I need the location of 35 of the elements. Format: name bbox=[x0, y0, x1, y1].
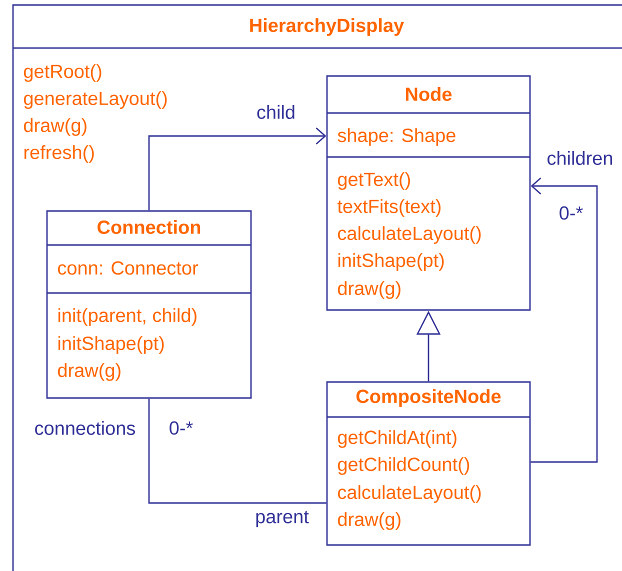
method-text: draw(g) bbox=[338, 281, 400, 299]
method-text: init(parent, child) bbox=[58, 308, 196, 326]
method-text: draw(g) bbox=[338, 512, 400, 530]
class-box bbox=[326, 381, 531, 546]
attribute-text: conn: Connector bbox=[58, 261, 198, 275]
attribute-text: shape: Shape bbox=[338, 128, 456, 146]
role-label: parent bbox=[254, 510, 310, 528]
method-text: initShape(pt) bbox=[338, 253, 444, 271]
association-line bbox=[148, 398, 326, 504]
multiplicity-label: 0-* bbox=[560, 206, 583, 220]
method-text: textFits(text) bbox=[337, 199, 441, 217]
method-text: draw(g) bbox=[24, 118, 86, 136]
class-name: Node bbox=[406, 87, 452, 101]
method-text: getChildCount() bbox=[338, 457, 470, 475]
role-label: connections bbox=[35, 421, 135, 435]
role-label: children bbox=[546, 150, 614, 166]
class-name: CompositeNode bbox=[356, 389, 501, 407]
class-box bbox=[326, 75, 531, 311]
association-arrow bbox=[530, 177, 598, 463]
class-box bbox=[12, 4, 622, 571]
method-text: calculateLayout() bbox=[338, 226, 481, 244]
method-text: getText() bbox=[338, 172, 410, 190]
method-text: calculateLayout() bbox=[338, 485, 481, 503]
class-name: Connection bbox=[98, 220, 200, 234]
method-text: getChildAt(int) bbox=[338, 430, 456, 448]
class-box bbox=[46, 210, 252, 399]
multiplicity-label: 0-* bbox=[170, 421, 193, 435]
method-text: refresh() bbox=[24, 145, 94, 163]
method-text: generateLayout() bbox=[24, 91, 167, 109]
method-text: getRoot() bbox=[24, 64, 102, 82]
association-arrow bbox=[148, 127, 326, 210]
method-text: draw(g) bbox=[58, 363, 120, 381]
method-text: initShape(pt) bbox=[58, 336, 164, 354]
role-label: child bbox=[255, 104, 297, 120]
class-name: HierarchyDisplay bbox=[250, 18, 404, 36]
